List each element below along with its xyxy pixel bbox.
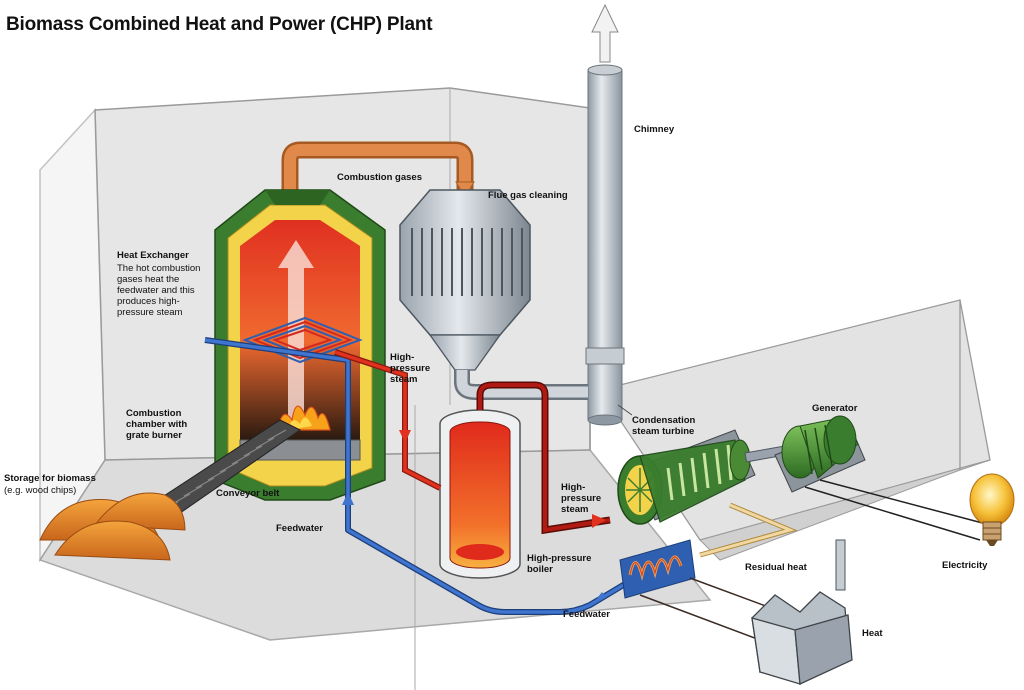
label-storage-biomass: Storage for biomass <box>4 473 96 484</box>
label-feedwater-1: Feedwater <box>276 523 323 534</box>
label-residual-heat: Residual heat <box>745 562 807 573</box>
furnace <box>214 189 386 501</box>
label-storage-biomass-sub: (e.g. wood chips) <box>4 485 77 496</box>
label-condensation-turbine: Condensation steam turbine <box>632 415 696 437</box>
label-heat-exchanger-desc: The hot combustion gases heat the feedwa… <box>117 263 201 318</box>
label-flue-gas-cleaning: Flue gas cleaning <box>488 190 568 201</box>
residual-heat-line <box>699 502 798 558</box>
high-pressure-boiler <box>439 409 521 579</box>
biomass-storage <box>39 492 186 561</box>
label-heat-exchanger: Heat Exchanger <box>117 250 189 261</box>
steam-pipe-1 <box>334 349 442 491</box>
residual-heat-exchanger <box>619 539 696 599</box>
label-chimney: Chimney <box>634 124 675 135</box>
label-combustion-chamber: Combustion chamber with grate burner <box>126 408 188 441</box>
light-bulb-icon <box>969 473 1015 546</box>
diagram-title: Biomass Combined Heat and Power (CHP) Pl… <box>6 14 433 35</box>
steam-pipe-2 <box>476 381 611 535</box>
electricity-lines <box>804 479 991 541</box>
leader-lines <box>617 404 633 416</box>
label-combustion-gases: Combustion gases <box>337 172 422 183</box>
flue-gas-cleaner <box>399 189 625 400</box>
label-heat: Heat <box>862 628 883 639</box>
generator <box>774 415 866 493</box>
feedwater-pipe <box>204 337 642 615</box>
label-generator: Generator <box>812 403 858 414</box>
label-conveyor-belt: Conveyor belt <box>216 488 280 499</box>
factory-icon <box>751 539 853 685</box>
label-high-pressure-steam-1: High- pressure steam <box>390 352 431 385</box>
label-high-pressure-boiler: High-pressure boiler <box>527 553 592 575</box>
label-electricity: Electricity <box>942 560 988 571</box>
label-high-pressure-steam-2: High- pressure steam <box>561 482 602 515</box>
label-feedwater-2: Feedwater <box>563 609 610 620</box>
